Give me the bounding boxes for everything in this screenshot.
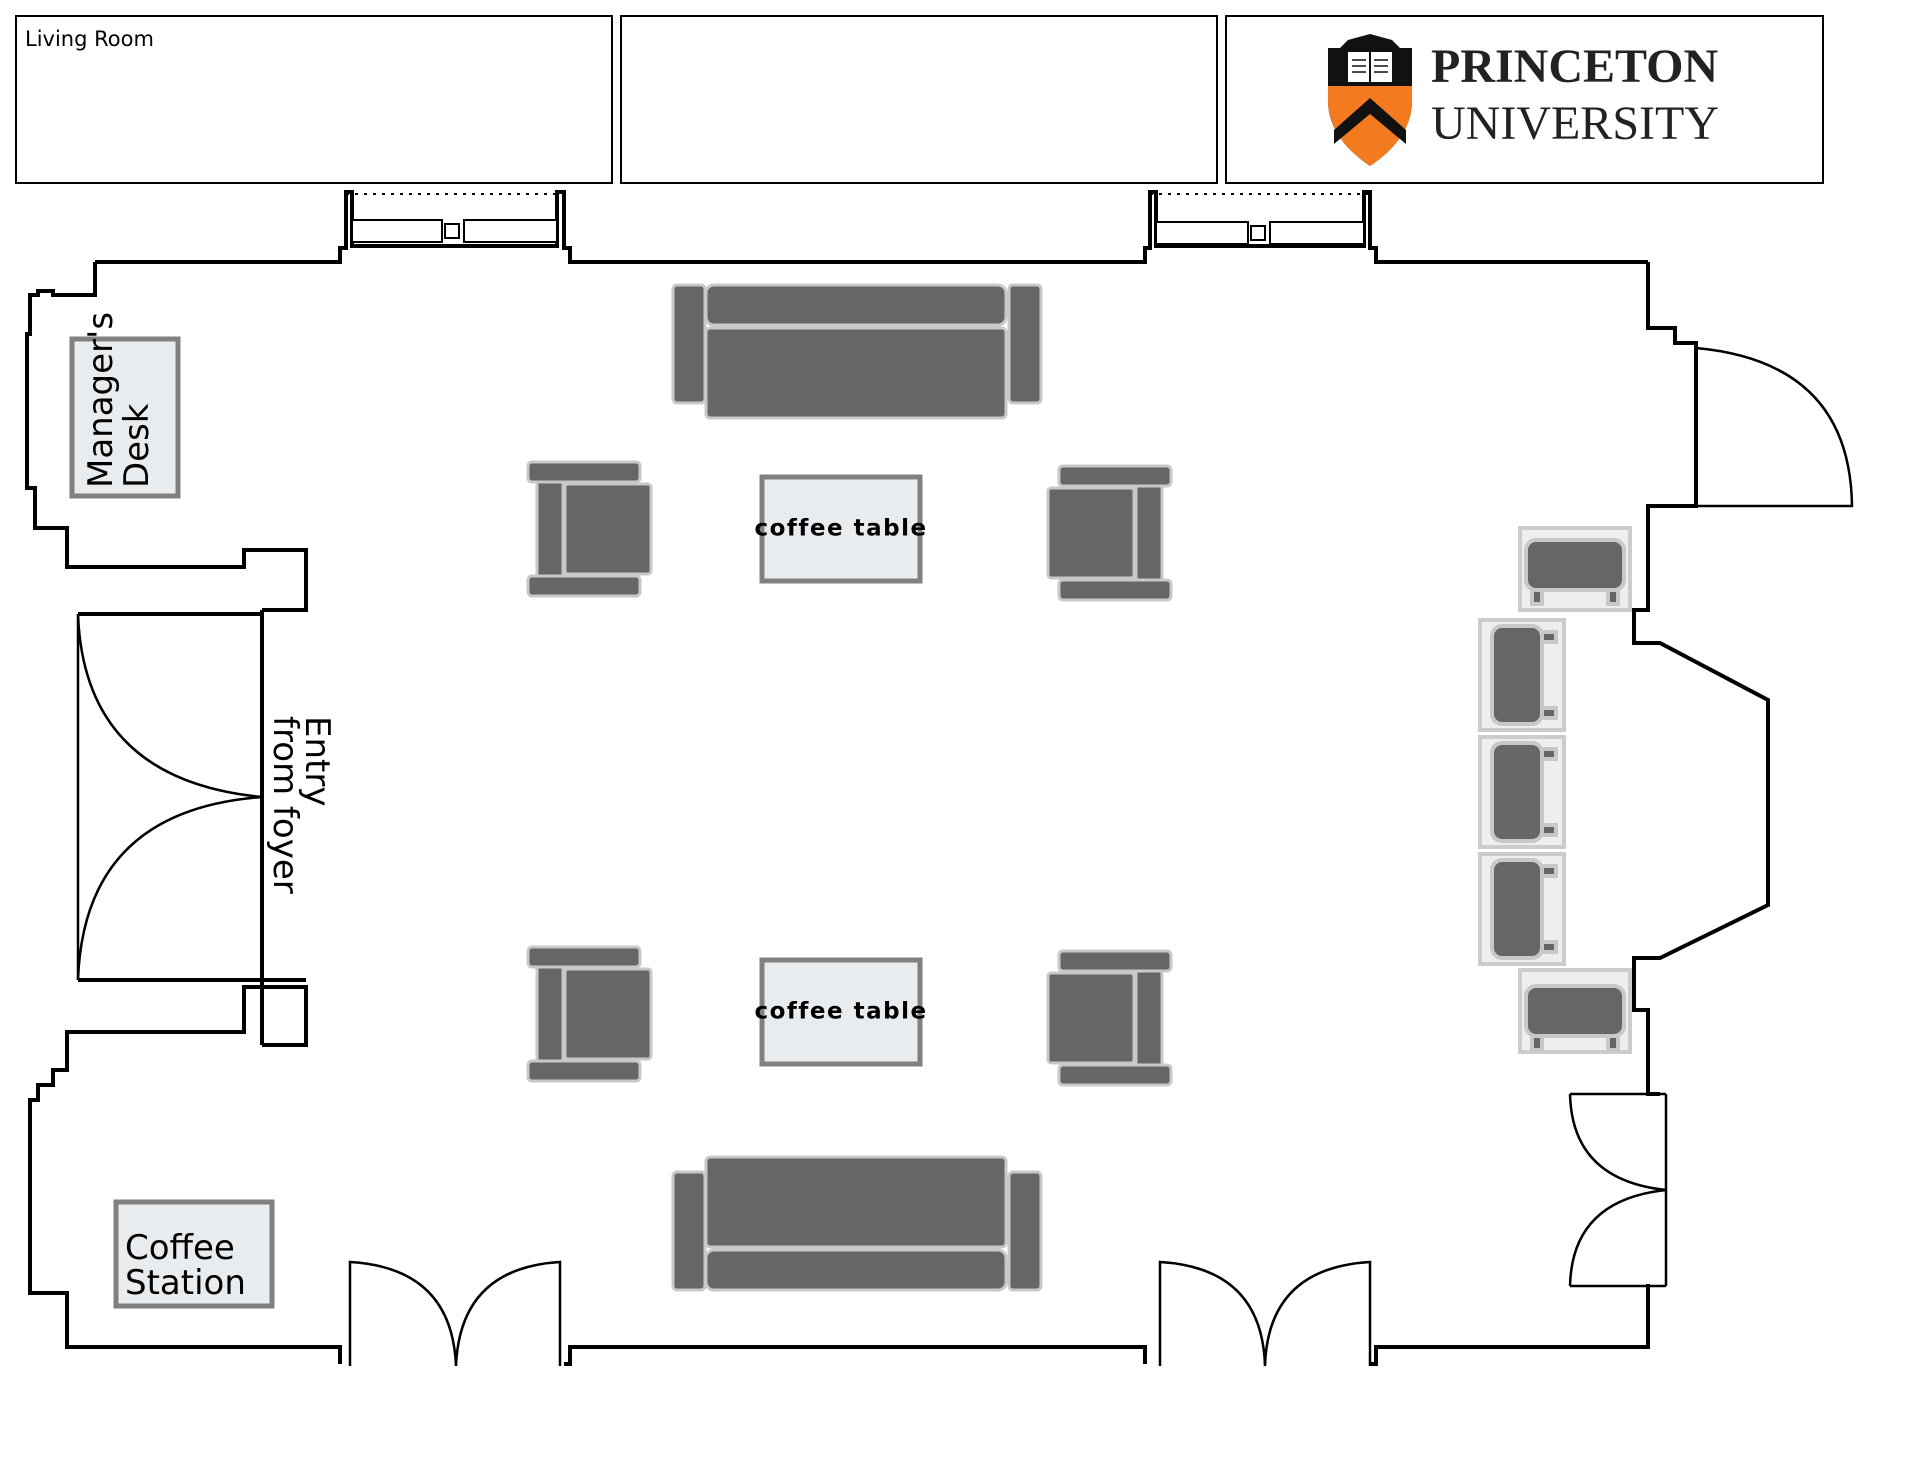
coffee-table-top-label: coffee table bbox=[754, 516, 927, 542]
coffee-station-label-2: Station bbox=[125, 1263, 246, 1303]
wall-bottom bbox=[564, 1345, 1147, 1366]
walls bbox=[25, 190, 1770, 1366]
coffee-table-top: coffee table bbox=[754, 474, 927, 584]
title-box-blank bbox=[620, 15, 1218, 184]
door-right-lower bbox=[1568, 1093, 1667, 1287]
wall-right-lower bbox=[1370, 1284, 1650, 1366]
wall-bottom-left bbox=[28, 985, 342, 1364]
room-label: Living Room bbox=[25, 27, 154, 51]
coffee-table-bottom: coffee table bbox=[754, 957, 927, 1067]
title-box-room: Living Room bbox=[15, 15, 613, 184]
door-entry-upper-swing bbox=[76, 613, 263, 799]
managers-desk: Manager's Desk bbox=[69, 312, 181, 499]
sofa-bottom bbox=[671, 1155, 1043, 1292]
coffee-station-label-1: Coffee bbox=[125, 1228, 235, 1268]
doors bbox=[76, 346, 1854, 1367]
logo-line-2: UNIVERSITY bbox=[1431, 97, 1719, 150]
managers-desk-label-1: Manager's bbox=[81, 312, 121, 488]
door-entry-lower-swing bbox=[76, 795, 263, 981]
side-chair-top bbox=[1518, 526, 1632, 612]
sofa-top bbox=[671, 283, 1043, 420]
window-top-right bbox=[1150, 193, 1370, 245]
side-chairs bbox=[1478, 526, 1632, 1054]
door-bottom-right bbox=[1158, 1260, 1372, 1367]
title-box-logo: PRINCETON UNIVERSITY bbox=[1225, 15, 1824, 184]
wall-top bbox=[95, 190, 1648, 264]
side-chair-bottom bbox=[1518, 968, 1632, 1054]
window-top-left bbox=[346, 193, 564, 243]
wall-top-left bbox=[25, 262, 308, 612]
entry-label-1: Entry bbox=[297, 716, 337, 806]
side-chair-1 bbox=[1478, 618, 1566, 732]
side-chair-2 bbox=[1478, 735, 1566, 849]
managers-desk-label-2: Desk bbox=[117, 403, 157, 488]
armchair-top-right bbox=[1046, 464, 1173, 602]
armchair-bottom-left bbox=[526, 945, 653, 1083]
armchair-top-left bbox=[526, 460, 653, 598]
door-right-upper-swing bbox=[1695, 346, 1854, 508]
side-chair-3 bbox=[1478, 852, 1566, 966]
coffee-station: Coffee Station bbox=[113, 1199, 275, 1309]
logo-line-1: PRINCETON bbox=[1431, 40, 1719, 93]
entry-label-2: from foyer bbox=[265, 716, 305, 894]
coffee-table-bottom-label: coffee table bbox=[754, 999, 927, 1025]
wall-right bbox=[1632, 262, 1770, 1096]
princeton-shield-icon bbox=[1328, 34, 1412, 166]
armchair-bottom-right bbox=[1046, 949, 1173, 1087]
door-bottom-left bbox=[348, 1260, 562, 1367]
